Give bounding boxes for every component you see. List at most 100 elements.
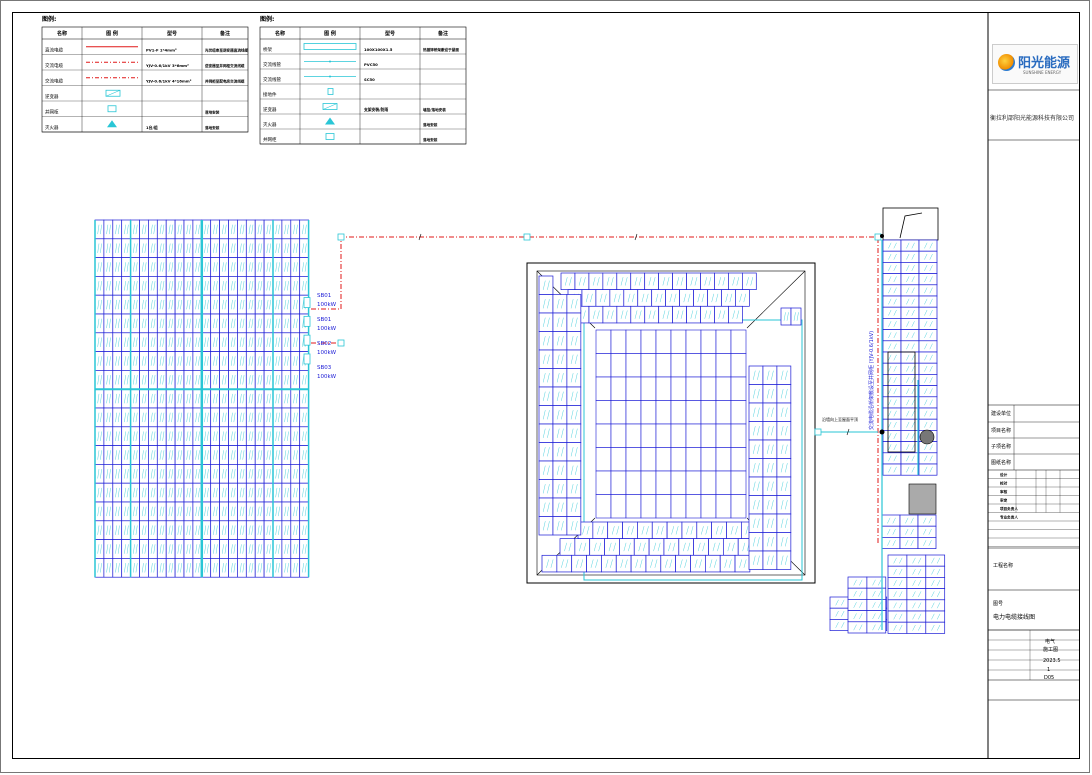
roof-grid-cell: [685, 494, 702, 519]
pv-module: [210, 370, 220, 390]
pv-module: [776, 458, 792, 478]
pv-module: [918, 239, 938, 252]
pv-module: [882, 385, 902, 398]
pv-module: [130, 370, 140, 390]
pv-module: [219, 313, 229, 334]
pv-module: [103, 257, 114, 277]
pv-module: [538, 516, 554, 536]
pv-module: [183, 501, 194, 522]
pv-module: [130, 407, 140, 428]
pv-module: [201, 370, 212, 390]
pv-module: [918, 362, 938, 375]
pv-module: [237, 238, 247, 258]
roof-grid-cell: [700, 376, 717, 401]
legend-symbol: [327, 88, 334, 95]
pv-module: [237, 558, 247, 578]
pv-module: [210, 351, 220, 371]
pv-module: [748, 532, 764, 552]
pv-module: [882, 351, 902, 364]
roof-grid-cell: [730, 447, 747, 472]
legend-header: 备注: [437, 30, 448, 37]
pv-module: [299, 482, 309, 503]
pv-module: [245, 219, 256, 240]
pv-module: [156, 482, 167, 503]
legend-name: 并网柜: [45, 109, 59, 116]
pv-module: [748, 439, 764, 459]
pv-module: [112, 313, 123, 334]
pv-module: [148, 332, 158, 352]
legend-note: 落地安装: [423, 122, 438, 127]
roof-grid-cell: [655, 400, 672, 425]
pv-module: [615, 554, 632, 573]
pv-module: [748, 513, 764, 533]
pv-module: [299, 257, 309, 277]
pv-module: [882, 250, 902, 263]
roof-grid-cell: [595, 447, 612, 472]
pv-module: [183, 445, 194, 465]
inverter-id: SB01: [317, 293, 331, 299]
pv-module: [281, 482, 292, 503]
legend-name: 交流线管: [263, 76, 281, 83]
pv-module: [94, 426, 105, 446]
pv-module: [174, 426, 185, 446]
legend-symbol: [107, 105, 117, 113]
pv-module: [254, 558, 265, 578]
pv-module: [94, 482, 105, 503]
pv-module: [192, 464, 203, 484]
roof-grid-cell: [670, 447, 687, 472]
legend-model: YJV-0.6/1kV 4*16mm²: [145, 79, 192, 84]
pv-module: [192, 407, 203, 428]
legend-header: 图 例: [324, 30, 336, 37]
inverter: [303, 297, 311, 308]
pv-module: [103, 294, 114, 315]
pv-module: [139, 426, 149, 446]
pv-module: [780, 307, 792, 326]
pv-module: [686, 272, 701, 290]
pv-module: [900, 351, 920, 364]
roof-grid-cell: [700, 470, 717, 495]
pv-module: [881, 537, 901, 549]
legend-symbol: [107, 120, 117, 128]
roof-grid-cell: [655, 470, 672, 495]
pv-module: [538, 423, 554, 443]
pv-module: [130, 482, 140, 503]
pv-module: [112, 276, 123, 296]
pv-module: [299, 370, 309, 390]
pv-module: [139, 370, 149, 390]
pv-module: [281, 388, 292, 409]
pv-module: [690, 554, 706, 573]
pv-module: [290, 313, 301, 334]
pv-module: [130, 238, 140, 258]
pv-module: [210, 294, 220, 315]
pv-module: [201, 219, 212, 240]
roof-grid-cell: [640, 423, 657, 448]
legend-name: 接地件: [263, 91, 277, 98]
pv-module: [174, 370, 185, 390]
pv-module: [263, 294, 274, 315]
pv-module: [900, 262, 920, 274]
pv-module: [183, 313, 194, 334]
roof-grid-cell: [700, 494, 717, 519]
pv-module: [281, 426, 292, 446]
pv-module: [245, 276, 256, 296]
pv-module: [290, 482, 301, 503]
pv-module: [588, 272, 604, 290]
pv-module: [566, 516, 582, 536]
pv-module: [665, 289, 680, 307]
pv-module: [148, 257, 158, 277]
pv-module: [776, 384, 792, 404]
roof-grid-cell: [655, 376, 672, 401]
pv-module: [693, 538, 709, 556]
pv-module: [245, 464, 256, 484]
roof-grid-cell: [640, 470, 657, 495]
pv-module: [192, 539, 203, 559]
legend-header: 名称: [275, 30, 285, 37]
pv-module: [762, 458, 778, 478]
inverter-kw: 100kW: [317, 350, 337, 356]
legend-name: 直流电缆: [45, 47, 63, 54]
pv-module: [237, 464, 247, 484]
pv-module: [887, 621, 908, 634]
pv-module: [94, 558, 105, 578]
pv-module: [254, 407, 265, 428]
pv-array-left: [94, 219, 311, 578]
